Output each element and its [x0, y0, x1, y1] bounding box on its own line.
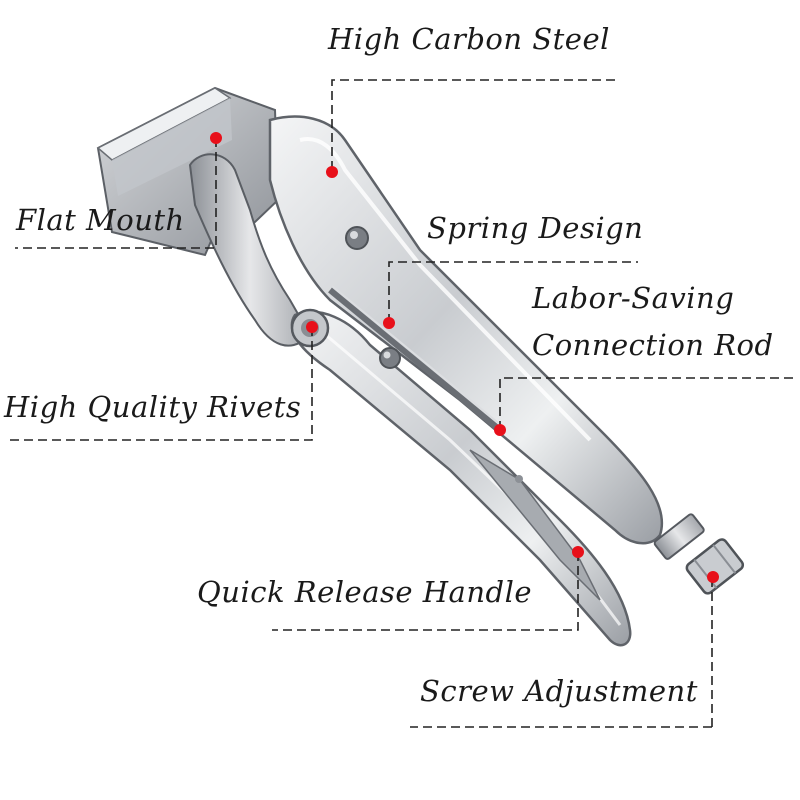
marker-spring-design — [383, 317, 395, 329]
label-spring-design: Spring Design — [427, 211, 644, 245]
leader-lines — [5, 79, 798, 732]
marker-high-carbon-steel — [326, 166, 338, 178]
leader-high-carbon-steel — [331, 79, 615, 170]
leader-spring-design — [388, 261, 638, 323]
label-high-carbon-steel: High Carbon Steel — [328, 22, 610, 56]
marker-screw-adjustment — [707, 571, 719, 583]
marker-connection-rod — [494, 424, 506, 436]
marker-quick-release — [572, 546, 584, 558]
label-flat-mouth: Flat Mouth — [16, 203, 185, 237]
upper-handle — [268, 115, 664, 545]
spring-connection-rod — [328, 285, 503, 433]
adjustment-screw — [653, 513, 745, 595]
marker-flat-mouth — [210, 132, 222, 144]
label-labor-saving: Labor-Saving — [532, 281, 735, 315]
markers — [210, 132, 719, 583]
label-high-quality-rivets: High Quality Rivets — [4, 390, 302, 424]
leader-flat-mouth — [15, 138, 217, 249]
leader-connection-rod — [499, 377, 798, 430]
leader-rivets — [5, 327, 313, 441]
marker-rivets — [306, 321, 318, 333]
label-connection-rod: Connection Rod — [532, 328, 774, 362]
label-quick-release-handle: Quick Release Handle — [197, 575, 533, 609]
label-screw-adjustment: Screw Adjustment — [420, 674, 698, 708]
leader-quick-release — [272, 552, 579, 631]
lower-handle — [290, 310, 632, 647]
